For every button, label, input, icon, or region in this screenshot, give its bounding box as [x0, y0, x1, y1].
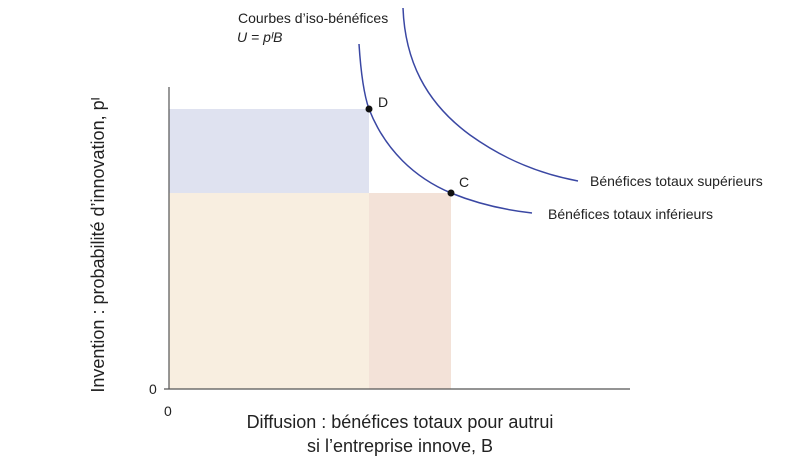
upper-curve-label: Bénéfices totaux supérieurs — [590, 173, 763, 189]
y-axis-label: Invention : probabilité d’innovation, pᴵ — [88, 97, 108, 392]
region-beige — [169, 193, 369, 389]
point-c — [447, 189, 455, 197]
lower-curve-label: Bénéfices totaux inférieurs — [548, 206, 713, 222]
x-origin-tick: 0 — [164, 403, 172, 419]
y-origin-tick: 0 — [149, 381, 157, 397]
title-line2: U = pᴵB — [237, 29, 282, 45]
x-axis-label-line1: Diffusion : bénéfices totaux pour autrui — [247, 412, 554, 432]
point-c-label: C — [459, 174, 469, 190]
point-d-label: D — [378, 94, 388, 110]
x-axis-label-line2: si l’entreprise innove, B — [307, 436, 493, 456]
region-pink — [369, 193, 451, 389]
upper-iso-profit-curve — [402, 7, 579, 182]
title-line1: Courbes d’iso-bénéfices — [238, 10, 388, 26]
point-d — [365, 105, 373, 113]
region-blue — [169, 109, 369, 193]
lower-iso-profit-curve — [358, 43, 533, 214]
